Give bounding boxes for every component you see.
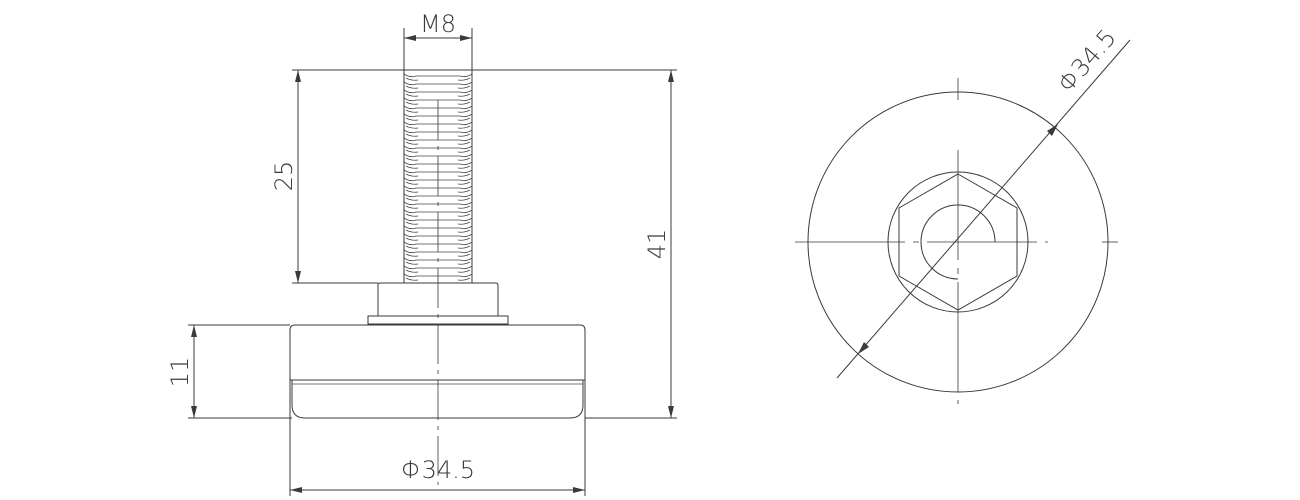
thread-ridge-edge — [405, 173, 471, 177]
thread-ridge-edge — [405, 245, 471, 249]
thread-ridge-edge — [405, 117, 471, 121]
total-height-label: 41 — [643, 229, 671, 260]
thread-ridge-edge — [405, 197, 471, 201]
thread-ridge-edge — [405, 77, 471, 81]
side-view: M8 25 41 11 — [166, 10, 677, 496]
thread-ridge-edge — [405, 181, 471, 185]
thread-ridge-edge — [405, 237, 471, 241]
thread-ridge — [403, 73, 473, 78]
thread-ridge-edge — [405, 253, 471, 257]
thread-ridge-edge — [405, 93, 471, 97]
thread-ridge-edge — [405, 205, 471, 209]
thread-ridge-edge — [405, 221, 471, 225]
thread-ridge-edge — [405, 165, 471, 169]
top-view: Φ34.5 — [795, 24, 1131, 404]
thread-ridge-edge — [405, 101, 471, 105]
base-pad — [289, 324, 586, 419]
base-diameter-label: Φ34.5 — [401, 456, 475, 484]
thread-ridge-edge — [405, 213, 471, 217]
top-center-lines — [795, 78, 1118, 404]
thread-length-label: 25 — [270, 161, 298, 192]
thread-ridge — [403, 81, 473, 86]
dim-thread-length: 25 — [270, 69, 404, 284]
thread-ridge-edge — [405, 229, 471, 233]
thread-ridge-edge — [405, 109, 471, 113]
thread-ridge-edge — [405, 277, 471, 281]
dim-top-diameter: Φ34.5 — [836, 24, 1131, 379]
thread-ridge-edge — [405, 133, 471, 137]
thread-ridge-edge — [405, 269, 471, 273]
thread-ridge-edge — [405, 149, 471, 153]
thread-ridge-edge — [405, 141, 471, 145]
thread-ridge-edge — [405, 261, 471, 265]
thread-size-label: M8 — [420, 10, 456, 38]
dim-base-height: 11 — [166, 324, 292, 419]
thread-ridge — [403, 89, 473, 94]
dim-total-height: 41 — [472, 69, 677, 419]
thread-ridge-edge — [405, 85, 471, 89]
dim-base-diameter: Φ34.5 — [289, 330, 586, 496]
thread-ridge-edge — [405, 157, 471, 161]
thread-ridge-edge — [405, 125, 471, 129]
dim-thread-width: M8 — [403, 10, 473, 70]
thread-ridge-edge — [405, 189, 471, 193]
base-height-label: 11 — [166, 357, 194, 388]
